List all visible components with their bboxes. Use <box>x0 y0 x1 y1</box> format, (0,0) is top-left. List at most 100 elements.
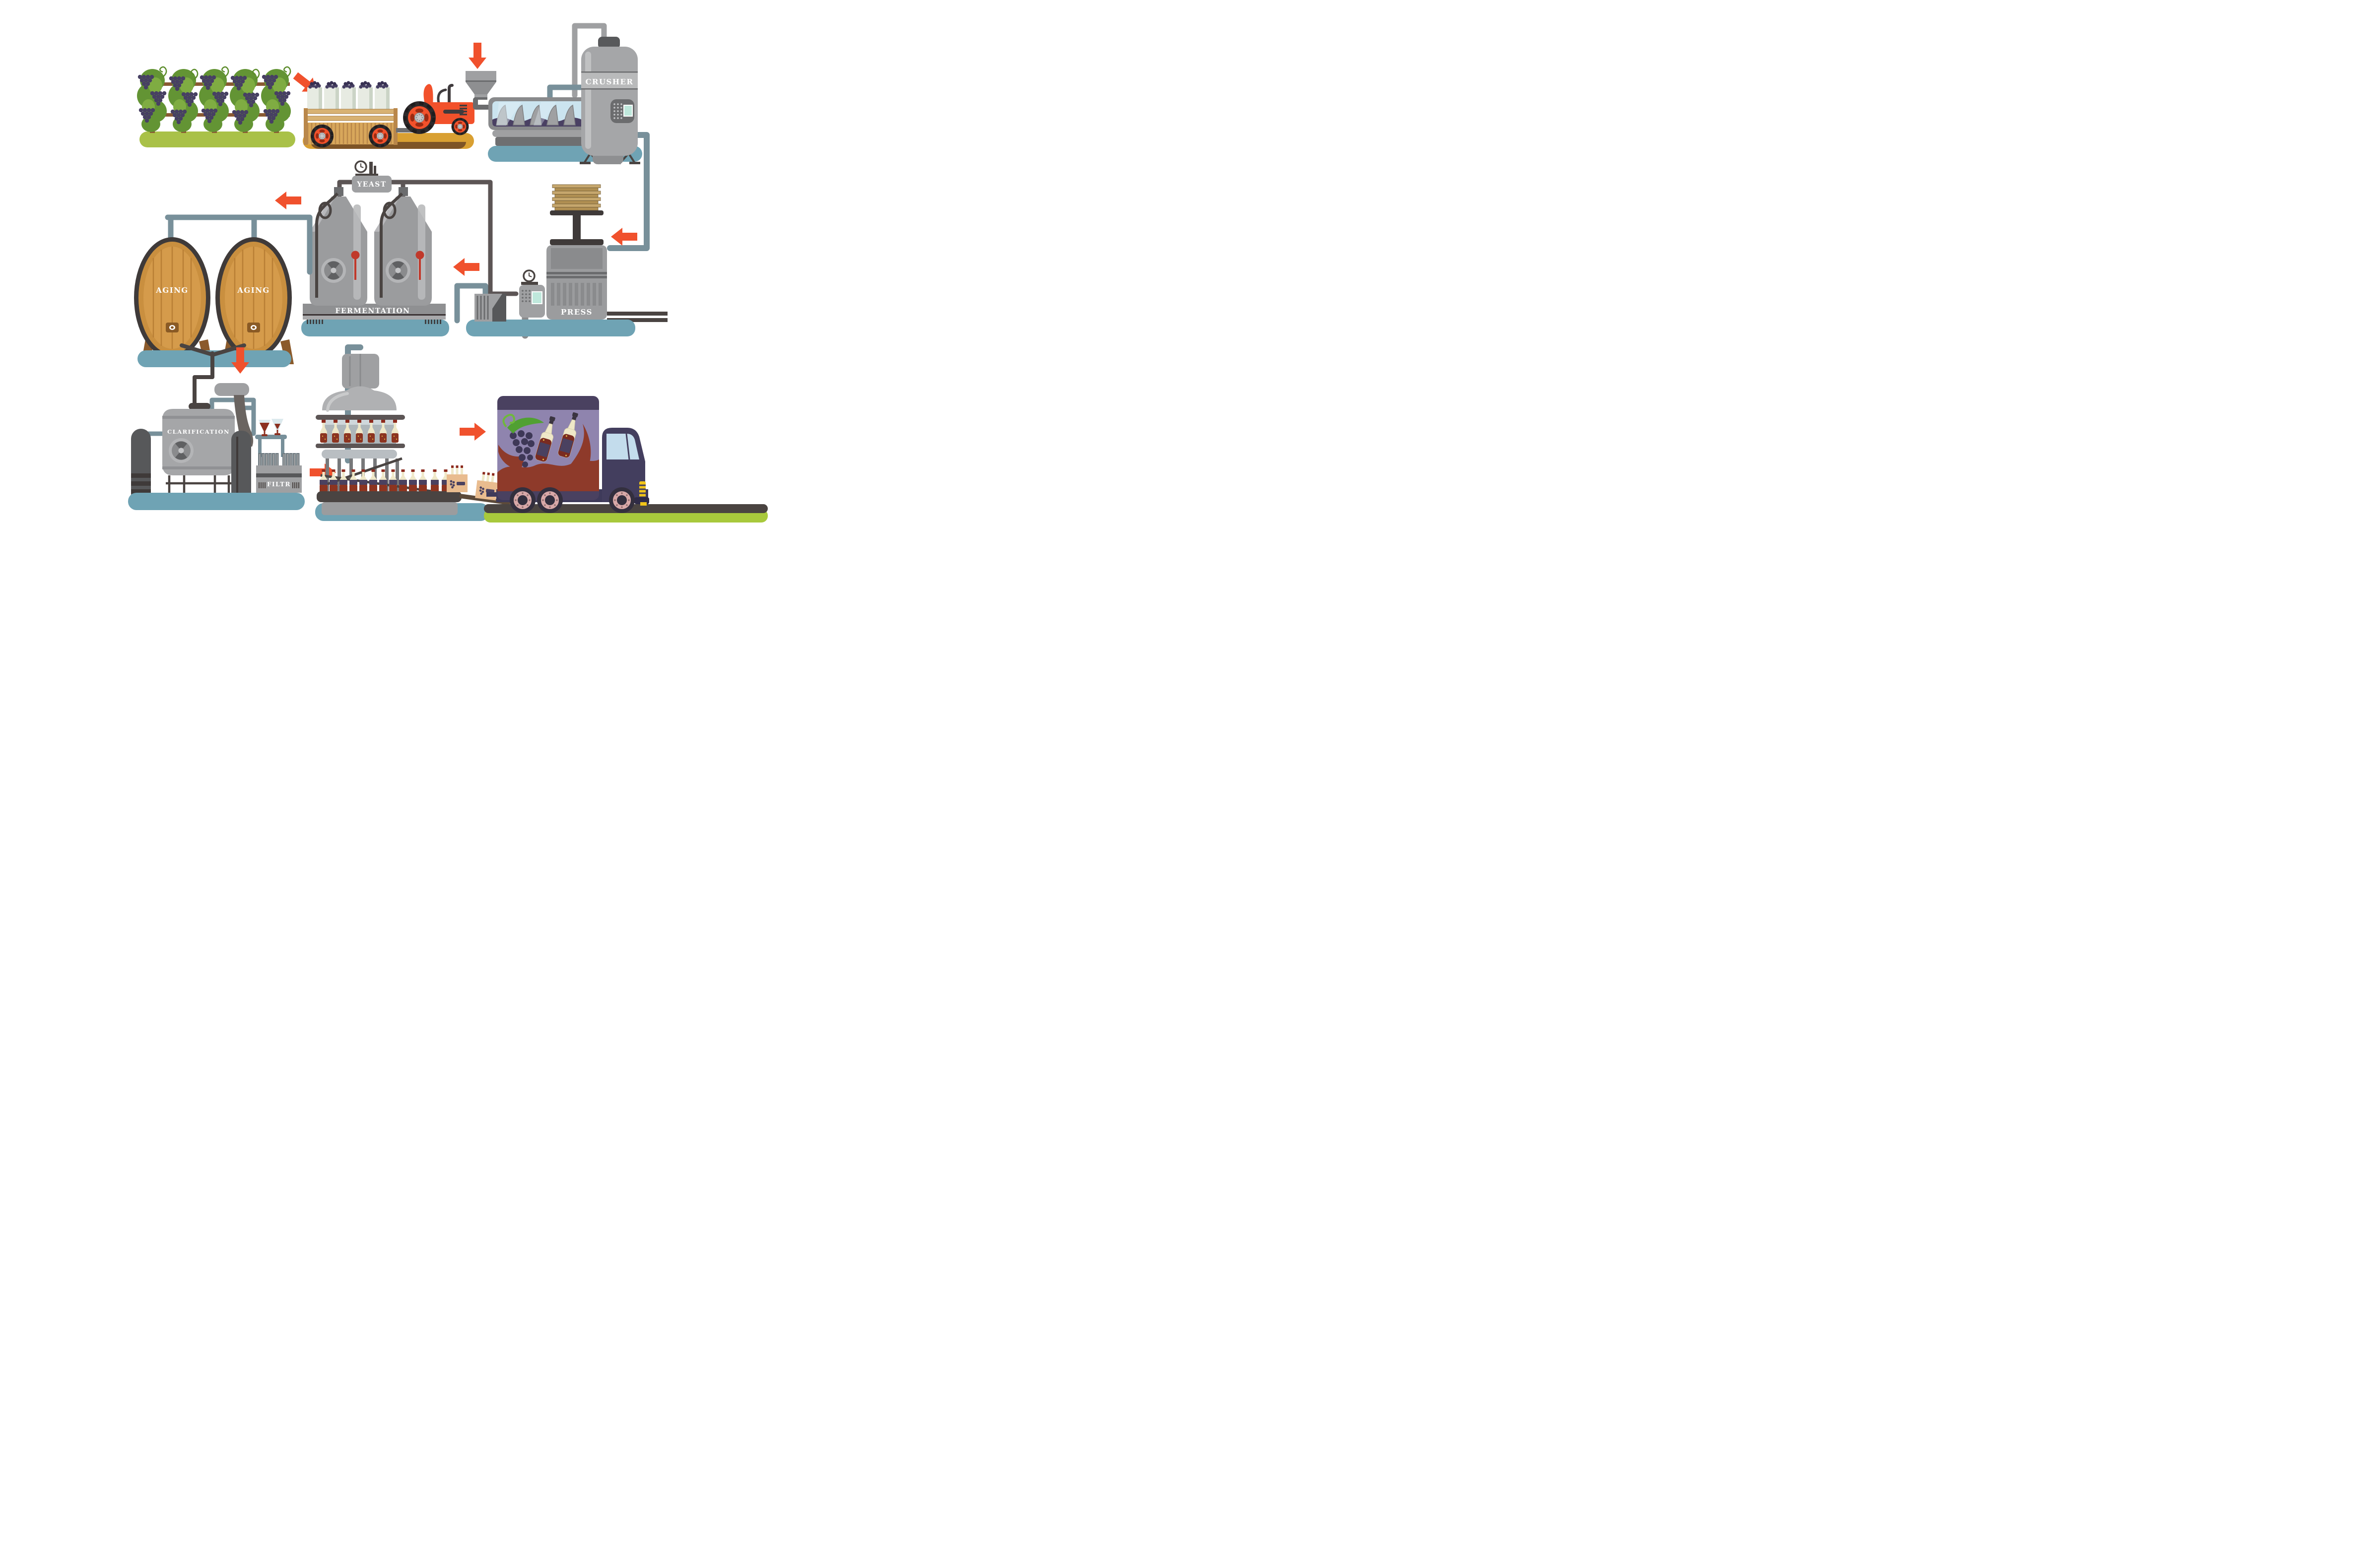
delivery-truck <box>486 396 649 513</box>
wine-production-diagram: CRUSHER <box>0 0 785 523</box>
vine-curl-icon <box>502 414 516 428</box>
stage-transport <box>303 81 474 149</box>
press-pump <box>474 294 506 322</box>
press-screw <box>550 184 604 245</box>
vine-icon <box>199 66 229 133</box>
wine-glass-icon <box>271 419 283 435</box>
wine-splash <box>497 459 599 491</box>
flow-arrow-icon <box>611 228 637 246</box>
clarification-base <box>128 493 305 510</box>
tank-hose <box>315 192 339 298</box>
tank-thermometer <box>351 251 360 280</box>
filter-vents <box>259 482 299 488</box>
crusher-cap <box>598 37 620 49</box>
fermentation-label: FERMENTATION <box>336 307 410 315</box>
press-rail <box>607 312 668 316</box>
tractor-grille <box>460 105 467 116</box>
cart-wheel-icon <box>369 125 392 147</box>
flow-arrow-icon <box>453 258 479 276</box>
grape-vines <box>137 66 291 133</box>
clarification-tank: CLARIFICATION <box>162 409 235 493</box>
grape-cart <box>304 81 423 147</box>
tank-porthole-icon <box>169 438 194 463</box>
stage-fermentation: FERMENTATION YEAST <box>301 160 519 336</box>
diagram-svg: CRUSHER <box>128 23 768 523</box>
stage-delivery <box>484 396 768 523</box>
machine-dome <box>322 386 397 410</box>
flow-arrow-icon <box>469 43 486 69</box>
vine-icon <box>230 68 260 133</box>
clarification-label: CLARIFICATION <box>167 428 230 435</box>
tank-thermometer <box>415 251 424 280</box>
vine-icon <box>168 68 199 133</box>
tractor-rear-wheel-icon <box>403 101 436 134</box>
press-gauge-unit <box>519 269 545 318</box>
vine-icon <box>261 66 291 133</box>
truck-artwork <box>497 411 599 491</box>
filter-label: FILTR <box>267 481 291 488</box>
truck-wheel-icon <box>609 487 635 513</box>
stage-pressing: PRESS <box>454 184 668 339</box>
grape-art-icon <box>510 430 535 467</box>
vine-icon <box>137 66 167 133</box>
grape-crate <box>358 81 373 109</box>
clarification-top-bar <box>214 383 249 396</box>
crusher-control-panel <box>610 99 634 123</box>
truck-wheel-icon <box>510 487 536 513</box>
press-base <box>466 320 635 336</box>
grape-crate <box>307 81 322 109</box>
aging-barrel: AGING <box>215 237 292 358</box>
auger-trough <box>488 97 593 146</box>
wine-box-icon <box>447 465 468 492</box>
carousel-bar <box>316 415 405 420</box>
flow-arrow-icon <box>460 423 486 441</box>
tractor-seat <box>423 84 433 106</box>
cab-window <box>606 434 639 459</box>
filter-machine: FILTR <box>256 453 302 493</box>
aging-label: AGING <box>237 286 270 295</box>
cart-wheel-icon <box>311 125 334 147</box>
crusher-vent-pipe <box>572 23 607 98</box>
tractor <box>403 84 474 136</box>
yeast-label: YEAST <box>356 181 387 189</box>
tank-legs <box>166 475 232 493</box>
wine-glasses <box>255 419 287 457</box>
barrel-bung <box>166 323 179 332</box>
tractor-exhaust <box>448 84 454 107</box>
press-to-fermentation-pipe <box>454 283 488 324</box>
press-machine: PRESS <box>546 245 607 320</box>
wine-glass-icon <box>259 420 270 436</box>
press-label: PRESS <box>561 308 593 317</box>
tank-porthole-icon <box>321 258 346 283</box>
yeast-gauge-icon <box>354 160 367 173</box>
press-gauge-icon <box>523 269 536 282</box>
stage-filtration: FILTR <box>256 453 336 493</box>
truck-cab <box>602 428 649 506</box>
yeast-unit: YEAST <box>352 160 392 193</box>
aging-label: AGING <box>155 286 189 295</box>
crusher-label: CRUSHER <box>586 77 634 86</box>
stage-aging: AGING AGING <box>134 192 313 407</box>
barrel-planks <box>234 247 273 349</box>
press-rail <box>607 318 668 322</box>
barrel-planks <box>152 247 192 349</box>
crusher-screen <box>623 105 633 117</box>
fermentation-base <box>301 320 449 336</box>
fermentation-tank <box>310 187 367 306</box>
stage-clarification: CLARIFICATION <box>128 383 305 510</box>
filter-column <box>131 429 151 507</box>
tank-porthole-icon <box>386 258 410 283</box>
grape-crate <box>375 81 390 109</box>
tank-hose <box>380 192 404 298</box>
press-ribs <box>551 283 602 306</box>
aging-to-clarification-pipe <box>180 343 246 407</box>
steering-wheel-icon <box>437 88 447 105</box>
crusher-machine: CRUSHER <box>580 37 640 165</box>
tractor-front-wheel-icon <box>450 117 470 136</box>
flow-arrow-icon <box>275 192 301 209</box>
stage-harvesting <box>137 66 295 147</box>
vineyard-ground <box>139 131 295 147</box>
leaf-art-icon <box>507 417 544 434</box>
clarification-hood <box>231 431 251 502</box>
barrel-bung <box>247 323 260 332</box>
